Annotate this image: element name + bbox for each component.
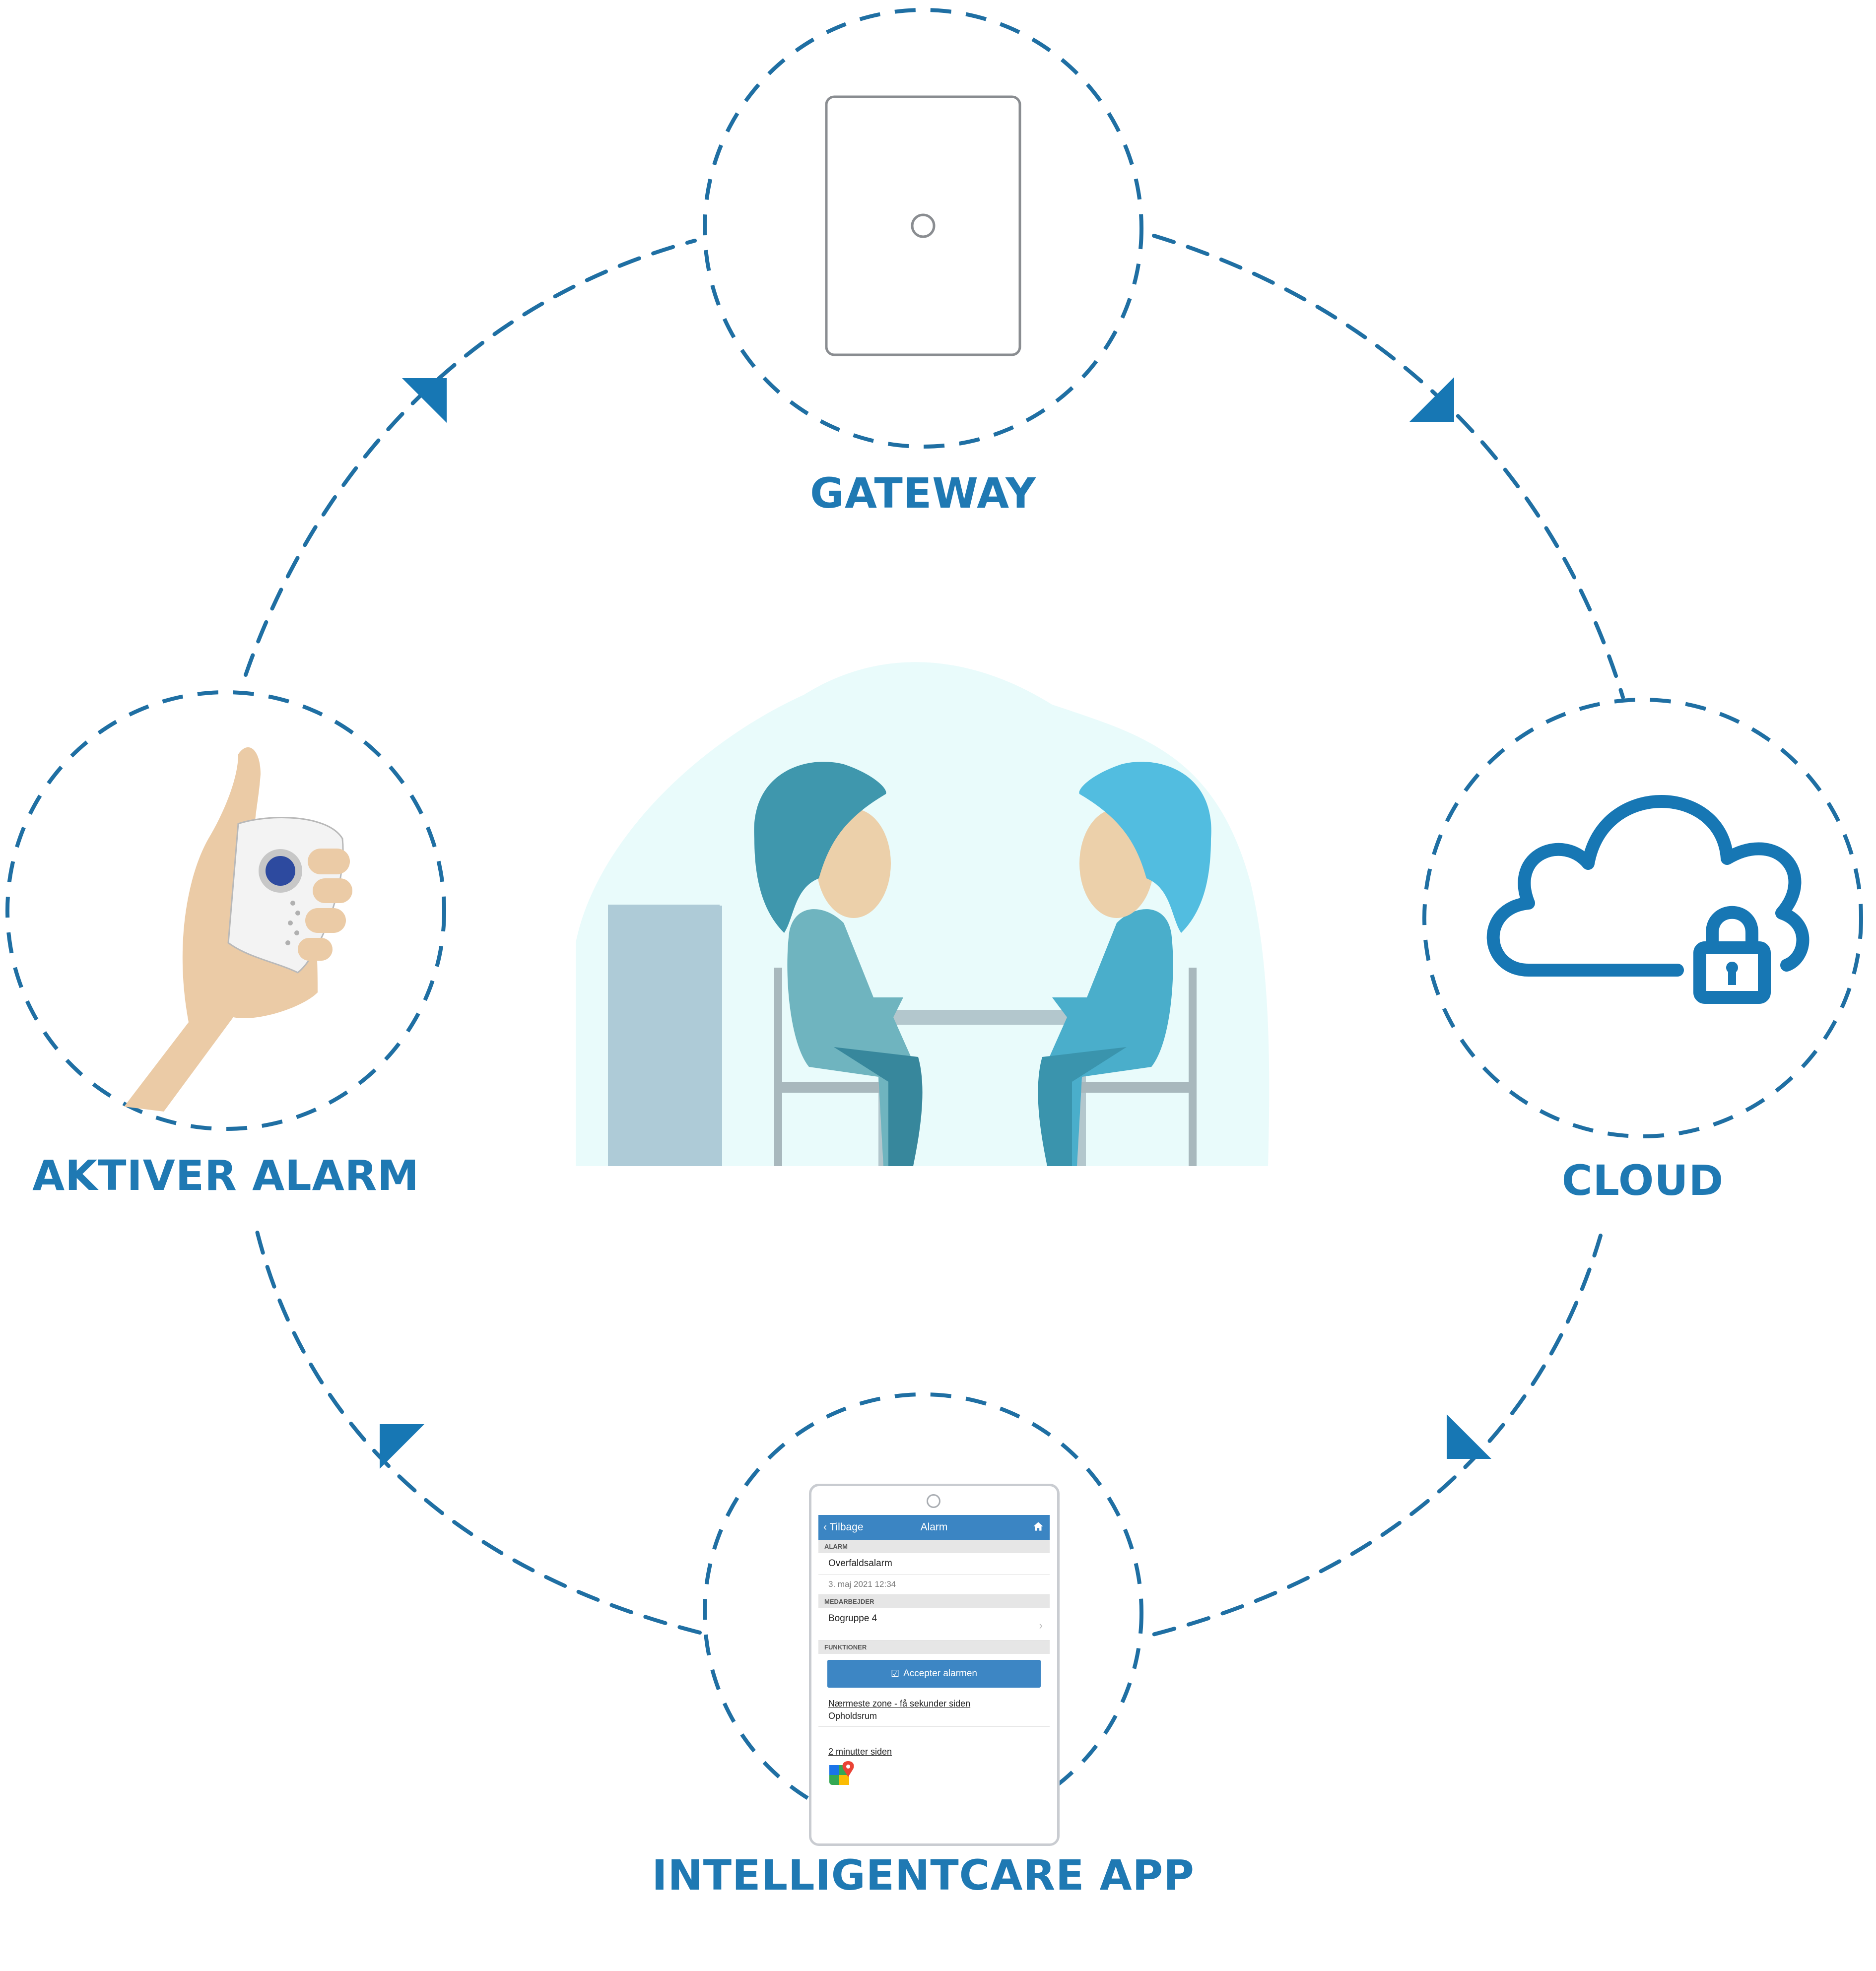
arrow-up-left-icon xyxy=(380,1424,424,1469)
connector-gateway-to-cloud xyxy=(1152,234,1625,699)
gateway-label: GATEWAY xyxy=(810,469,1036,518)
chevron-right-icon: › xyxy=(1039,1619,1043,1632)
flow-arrows xyxy=(380,377,1491,1469)
two-people-at-table-illustration xyxy=(576,662,1270,1166)
alarm-time-row: 3. maj 2021 12:34 xyxy=(818,1575,1050,1595)
app-bar: ‹ Tilbage Alarm xyxy=(818,1515,1050,1540)
accept-alarm-label: Accepter alarmen xyxy=(903,1668,977,1679)
zone-value: Opholdsrum xyxy=(828,1711,877,1721)
home-icon[interactable] xyxy=(1032,1520,1045,1533)
connector-cloud-to-app xyxy=(1139,1234,1603,1640)
zone-row: Nærmeste zone - få sekunder siden Ophold… xyxy=(818,1694,1050,1727)
phone-camera-icon xyxy=(927,1494,940,1508)
hand-alarm-button-icon xyxy=(124,747,352,1112)
connector-alarm-to-gateway xyxy=(244,239,697,677)
time-ago-link[interactable]: 2 minutter siden xyxy=(828,1747,892,1757)
back-label: Tilbage xyxy=(829,1521,864,1533)
gateway-device-icon xyxy=(825,95,1021,356)
arrow-up-right-icon xyxy=(402,378,447,423)
arrow-down-right-icon xyxy=(1409,377,1454,422)
cloud-lock-icon xyxy=(1486,795,1809,1004)
staff-group: Bogruppe 4 xyxy=(828,1613,877,1624)
back-button[interactable]: ‹ Tilbage xyxy=(823,1521,864,1533)
cloud-label: CLOUD xyxy=(1561,1156,1724,1205)
alarm-type: Overfaldsalarm xyxy=(828,1558,892,1569)
app-bar-title: Alarm xyxy=(920,1521,948,1533)
app-label: INTELLIGENTCARE APP xyxy=(652,1851,1195,1900)
alarm-time: 3. maj 2021 12:34 xyxy=(828,1579,896,1589)
alarm-label: AKTIVER ALARM xyxy=(32,1151,419,1200)
google-maps-icon[interactable] xyxy=(828,1760,858,1790)
arrow-down-left-icon xyxy=(1447,1414,1491,1459)
staff-group-row[interactable]: Bogruppe 4 › xyxy=(818,1608,1050,1641)
connector-app-to-alarm xyxy=(254,1224,702,1635)
phone-app-icon: ‹ Tilbage Alarm ALARM Overfaldsalarm 3. … xyxy=(809,1484,1060,1846)
zone-link[interactable]: Nærmeste zone - få sekunder siden xyxy=(828,1699,971,1708)
section-header-functions: FUNKTIONER xyxy=(818,1641,1050,1654)
accept-alarm-button[interactable]: ☑ Accepter alarmen xyxy=(827,1660,1041,1688)
phone-screen: ‹ Tilbage Alarm ALARM Overfaldsalarm 3. … xyxy=(818,1515,1050,1842)
section-header-staff: MEDARBEJDER xyxy=(818,1595,1050,1608)
check-icon: ☑ xyxy=(891,1668,900,1679)
time-ago-row: 2 minutter siden xyxy=(818,1742,1050,1797)
cloud-node-circle xyxy=(1422,698,1863,1138)
alarm-type-row: Overfaldsalarm xyxy=(818,1553,1050,1575)
flow-connectors xyxy=(244,234,1625,1640)
section-header-alarm: ALARM xyxy=(818,1540,1050,1553)
